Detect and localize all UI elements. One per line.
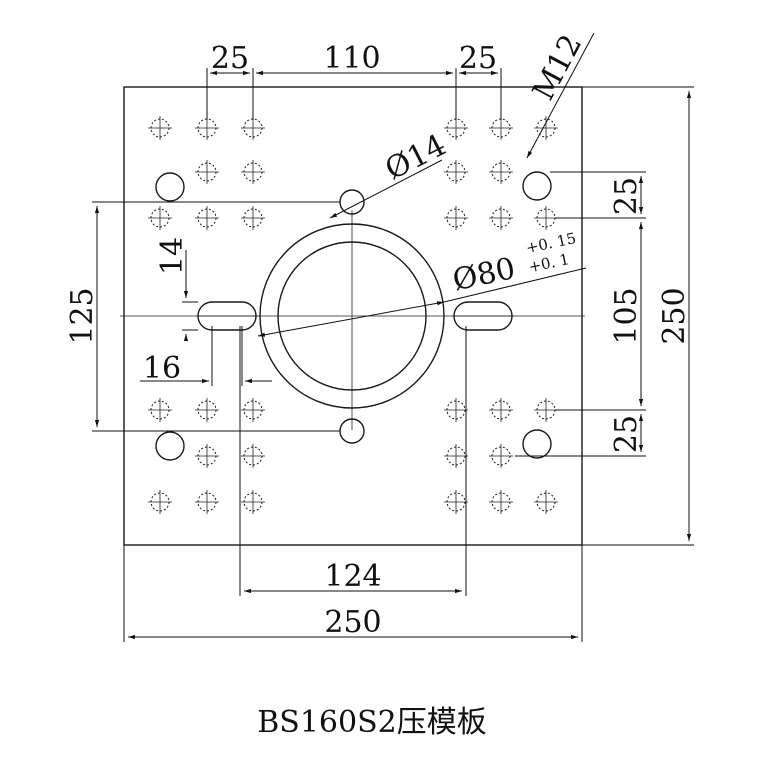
threaded-hole [194,489,220,515]
threaded-hole [147,489,173,515]
threaded-hole [147,205,173,231]
threaded-hole [443,489,469,515]
threaded-hole [194,397,220,423]
threaded-hole [194,443,220,469]
threaded-hole [240,159,266,185]
dim-hole-spacing-left: 25 [211,41,249,76]
threaded-hole [488,443,514,469]
bottom-dimension-lines [123,326,583,642]
threaded-hole [194,159,220,185]
threaded-hole [488,205,514,231]
threaded-hole [147,115,173,141]
large-hole-top-left [155,172,185,202]
bolt-hole-leader [329,159,443,219]
dim-slot-width: 14 [155,237,190,275]
dim-thread-label: M12 [526,29,589,106]
threaded-hole [443,159,469,185]
threaded-hole [147,397,173,423]
left-dimension-lines [92,201,340,432]
threaded-hole [488,489,514,515]
threaded-hole [443,205,469,231]
threaded-hole [533,205,559,231]
threaded-hole [443,443,469,469]
dim-left-span: 125 [65,287,100,344]
threaded-hole [533,115,559,141]
threaded-hole [488,397,514,423]
threaded-hole [443,397,469,423]
top-dimension-lines [206,32,595,159]
dim-right-span: 105 [609,287,644,344]
dim-center-span-top: 110 [323,41,380,76]
dim-bolt-hole: Ø14 [380,128,452,188]
threaded-hole [488,159,514,185]
threaded-hole-grid [147,115,559,515]
large-hole-bottom-right [522,429,552,459]
dim-slot-span-bottom: 124 [324,559,381,594]
dim-right-lower-spacing: 25 [609,415,644,453]
right-dimension-lines [515,86,694,546]
large-hole-top-right [522,171,552,201]
bore-leader [257,267,587,337]
threaded-hole [240,397,266,423]
dim-hole-spacing-right: 25 [459,41,497,76]
threaded-hole [194,205,220,231]
large-hole-bottom-left [155,431,185,461]
drawing-caption: BS160S2压模板 [257,705,487,740]
threaded-hole [240,205,266,231]
dim-plate-height: 250 [657,287,692,344]
dim-right-upper-spacing: 25 [609,177,644,215]
threaded-hole [240,489,266,515]
dim-plate-width: 250 [324,605,381,640]
threaded-hole [533,489,559,515]
threaded-hole [240,443,266,469]
threaded-hole [533,397,559,423]
dim-slot-length: 16 [143,351,181,386]
dim-bore: Ø80 [450,251,519,298]
